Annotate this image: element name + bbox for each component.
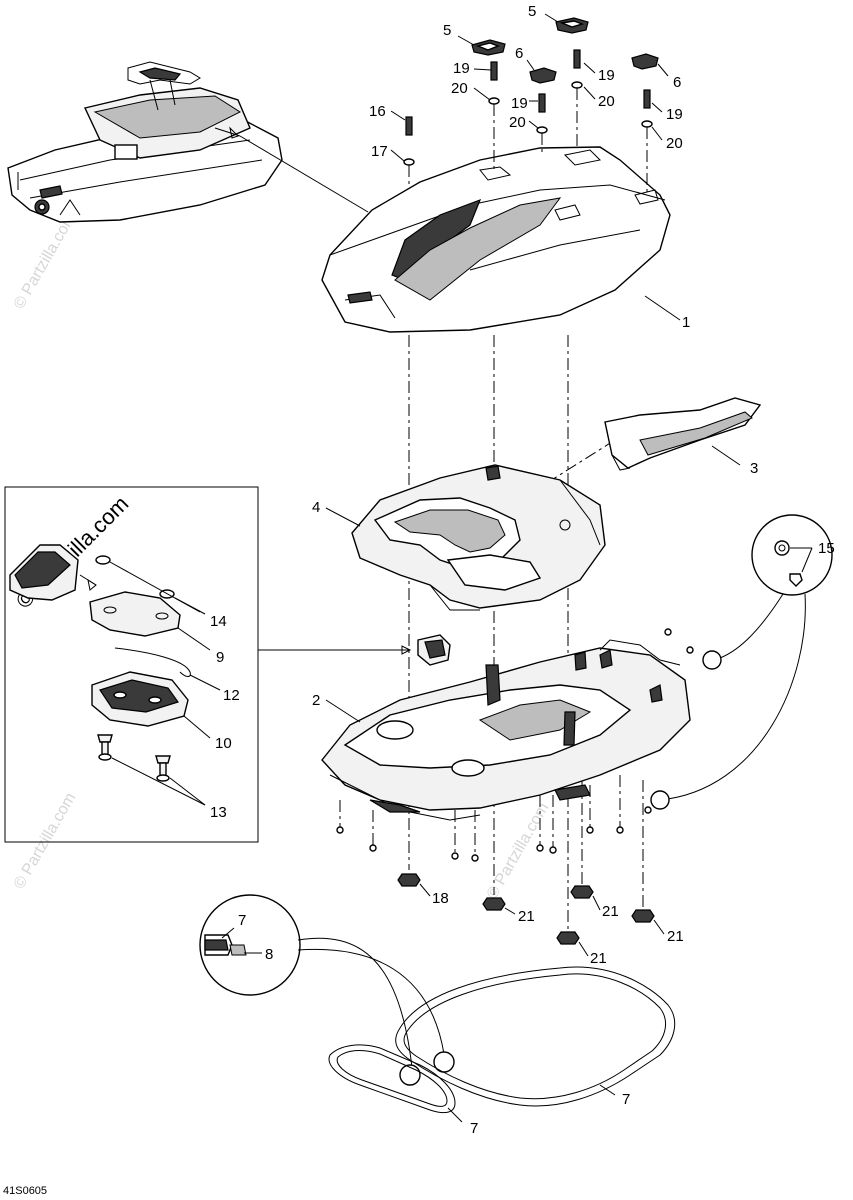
callout-16: 16 (369, 103, 386, 120)
nut-18 (397, 873, 421, 887)
callout-20: 20 (451, 80, 468, 97)
callout-14: 14 (210, 613, 227, 630)
callout-21: 21 (518, 908, 535, 925)
callout-20: 20 (666, 135, 683, 152)
watercraft-illustration (7, 61, 283, 223)
callout-21: 21 (667, 928, 684, 945)
callout-19: 19 (666, 106, 683, 123)
leader-line (644, 295, 681, 321)
callout-15: 15 (818, 540, 835, 557)
callout-7: 7 (470, 1120, 478, 1137)
nut-21 (482, 897, 506, 911)
latch-on-structure (417, 634, 451, 666)
leader-line (325, 507, 361, 527)
nut-21 (556, 931, 580, 945)
screw-19 (538, 93, 546, 113)
watermark: © Partzilla.com (11, 210, 80, 312)
callout-7: 7 (238, 912, 246, 929)
callout-10: 10 (215, 735, 232, 752)
upper-cover (321, 146, 671, 333)
washer-20 (488, 97, 500, 105)
nut-21 (570, 885, 594, 899)
trim-piece (604, 397, 762, 471)
callout-4: 4 (312, 499, 320, 516)
clip-6-right (631, 53, 659, 70)
screw-19 (573, 49, 581, 69)
seal-loops (328, 966, 676, 1123)
callout-1: 1 (682, 314, 690, 331)
detail-circle-15 (650, 514, 833, 810)
screw-16 (405, 116, 413, 136)
screw-19 (643, 89, 651, 109)
leader-line (325, 699, 361, 723)
leader-line (711, 445, 741, 466)
callout-2: 2 (312, 692, 320, 709)
callout-3: 3 (750, 460, 758, 477)
storage-bin (351, 464, 606, 611)
figure-reference: 41S0605 (3, 1185, 47, 1197)
callout-8: 8 (265, 946, 273, 963)
callout-7: 7 (622, 1091, 630, 1108)
callout-5: 5 (528, 3, 536, 20)
callout-19: 19 (511, 95, 528, 112)
lower-structure (321, 639, 691, 821)
callout-21: 21 (602, 903, 619, 920)
lower-leaders (419, 883, 665, 957)
lower-nuts (336, 628, 694, 945)
nut-21 (631, 909, 655, 923)
arrow-head (401, 645, 412, 655)
callout-6: 6 (515, 45, 523, 62)
callout-20: 20 (598, 93, 615, 110)
callout-13: 13 (210, 804, 227, 821)
callout-19: 19 (453, 60, 470, 77)
callout-19: 19 (598, 67, 615, 84)
washer-20 (641, 120, 653, 128)
callout-5: 5 (443, 22, 451, 39)
washer-20 (536, 126, 548, 134)
callout-9: 9 (216, 649, 224, 666)
leader-line (239, 135, 369, 213)
screw-19 (490, 61, 498, 81)
cover-fasteners (403, 17, 659, 166)
washer-17 (403, 158, 415, 166)
callout-20: 20 (509, 114, 526, 131)
callout-6: 6 (673, 74, 681, 91)
clip-6-middle (529, 67, 557, 84)
callout-18: 18 (432, 890, 449, 907)
callout-17: 17 (371, 143, 388, 160)
watermark: © Partzilla.com (11, 790, 80, 892)
callout-21: 21 (590, 950, 607, 967)
callout-12: 12 (223, 687, 240, 704)
top-leaders (390, 13, 669, 162)
callout-labels: 1 2 3 4 5 5 6 6 19 19 19 19 20 20 20 20 … (3, 3, 835, 1197)
washer-20 (571, 81, 583, 89)
